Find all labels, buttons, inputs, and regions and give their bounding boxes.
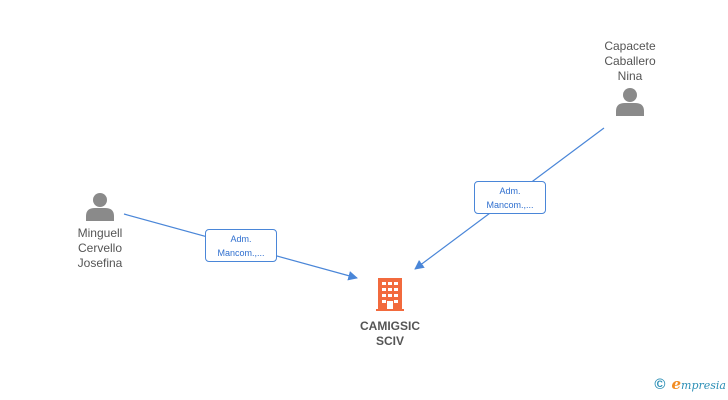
copyright-icon: ©	[654, 376, 666, 393]
person-node-minguell[interactable]: Minguell Cervello Josefina	[52, 191, 148, 271]
relation-label-line: Mancom.,...	[217, 248, 265, 258]
empresia-logo: empresia	[671, 376, 726, 394]
person-name-line: Caballero	[604, 54, 656, 68]
relation-label-capacete[interactable]: Adm. Mancom.,...	[474, 181, 546, 214]
company-node-camigsic[interactable]: CAMIGSIC SCIV	[340, 278, 440, 349]
relation-label-line: Adm.	[230, 234, 252, 244]
person-name-line: Nina	[617, 69, 643, 83]
person-name-line: Capacete	[604, 39, 656, 53]
relation-label-line: Mancom.,...	[486, 200, 534, 210]
person-icon	[616, 88, 644, 116]
brand-rest: mpresia	[681, 379, 726, 392]
relation-label-minguell[interactable]: Adm. Mancom.,...	[205, 229, 277, 262]
empresia-watermark: © empresia	[654, 376, 726, 394]
person-name-line: Josefina	[77, 256, 123, 270]
person-name: Minguell Cervello Josefina	[52, 226, 148, 271]
company-name-line: CAMIGSIC	[360, 319, 420, 333]
person-name: Capacete Caballero Nina	[582, 39, 678, 84]
person-name-line: Minguell	[77, 226, 123, 240]
company-name-line: SCIV	[375, 334, 404, 348]
brand-initial: e	[671, 375, 682, 393]
relation-label-line: Adm.	[499, 186, 521, 196]
person-icon	[86, 193, 114, 221]
person-node-capacete[interactable]: Capacete Caballero Nina	[582, 39, 678, 116]
building-icon	[376, 278, 404, 311]
person-name-line: Cervello	[77, 241, 122, 255]
